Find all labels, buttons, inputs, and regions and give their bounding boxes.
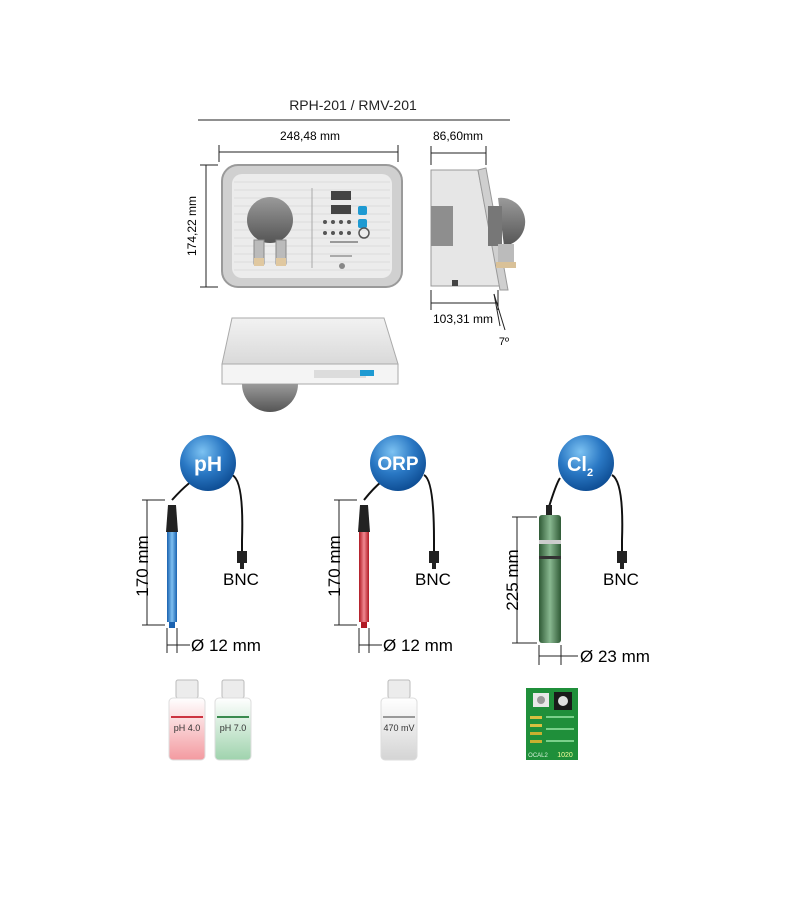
ph-probe-diagram: pH xyxy=(142,435,247,653)
cl2-length-label: 225 mm xyxy=(503,549,522,610)
pump-bottom-view xyxy=(221,317,399,412)
pump-front-view xyxy=(221,164,403,288)
ph7-bottle xyxy=(214,679,252,761)
ph-length-label: 170 mm xyxy=(133,535,152,596)
orp-length-label: 170 mm xyxy=(325,535,344,596)
orp-badge-text: ORP xyxy=(377,454,419,475)
cl2-badge xyxy=(558,435,614,491)
ph-badge xyxy=(180,435,236,491)
angle-line-b xyxy=(493,293,506,331)
ph4-bottle xyxy=(168,679,206,761)
side-angle-label: 7º xyxy=(499,336,509,348)
cl2-badge-text: Cl2 xyxy=(567,454,593,479)
cl2-connector-label: BNC xyxy=(603,570,639,589)
cl2-circuit-board xyxy=(526,688,578,760)
model-title: RPH-201 / RMV-201 xyxy=(289,97,417,113)
cl2-badge-main: Cl xyxy=(567,454,587,476)
cl2-probe-diagram: Cl2 xyxy=(512,435,627,665)
orp-bottle-label: 470 mV xyxy=(383,723,414,733)
orp-bottle xyxy=(380,679,418,761)
ph4-bottle-label: pH 4.0 xyxy=(174,723,201,733)
pump-side-view xyxy=(430,167,526,291)
side-depth-label: 103,31 mm xyxy=(433,312,493,326)
board-display: 1020 xyxy=(557,752,573,759)
front-width-label: 248,48 mm xyxy=(280,129,340,143)
cl2-diameter-label: Ø 23 mm xyxy=(580,647,650,666)
ph-diameter-label: Ø 12 mm xyxy=(191,636,261,655)
front-height-label: 174,22 mm xyxy=(185,196,199,256)
orp-badge xyxy=(370,435,426,491)
board-label: OCAL2 xyxy=(528,753,548,759)
cl2-badge-sub: 2 xyxy=(587,467,593,479)
angle-line-a xyxy=(493,293,501,327)
side-width-label: 86,60mm xyxy=(433,129,483,143)
ph7-bottle-label: pH 7.0 xyxy=(220,723,247,733)
orp-diameter-label: Ø 12 mm xyxy=(383,636,453,655)
orp-probe-diagram: ORP xyxy=(334,435,439,653)
ph-badge-text: pH xyxy=(194,453,222,476)
orp-connector-label: BNC xyxy=(415,570,451,589)
ph-connector-label: BNC xyxy=(223,570,259,589)
